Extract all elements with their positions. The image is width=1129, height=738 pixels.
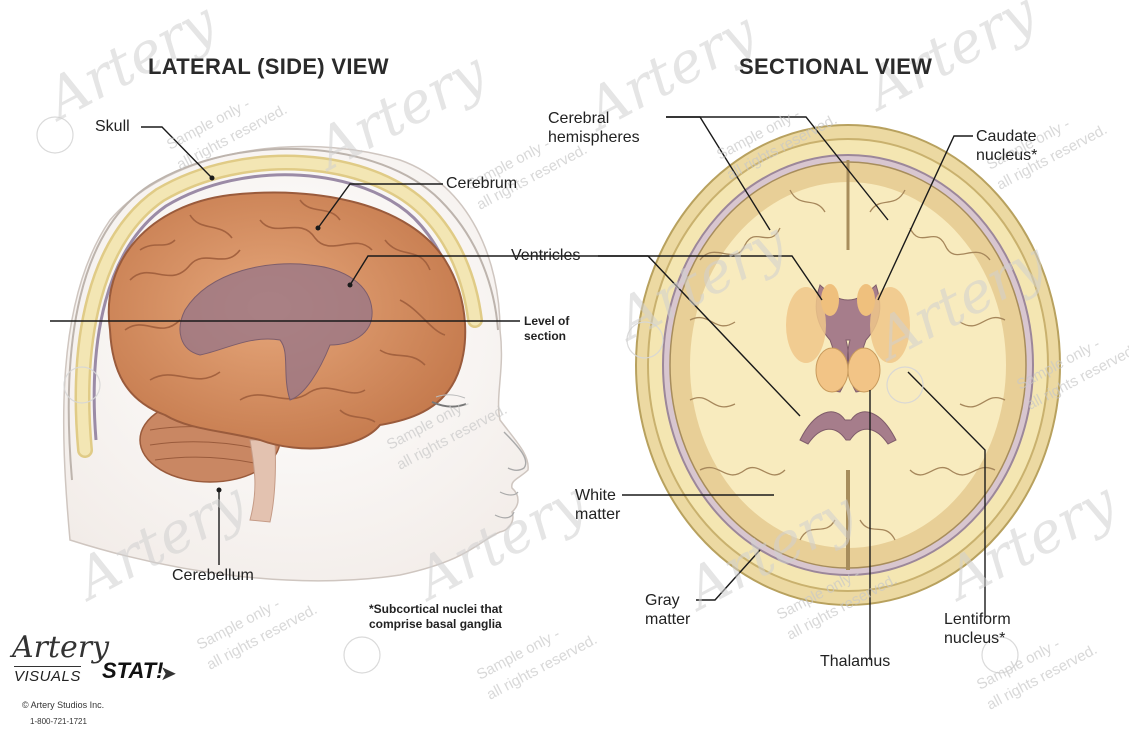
label-cerebral-hemispheres: Cerebral hemispheres	[548, 109, 666, 147]
lateral-head	[64, 147, 528, 581]
label-level-of-section: Level of section	[524, 314, 594, 344]
copyright-text: © Artery Studios Inc.	[22, 700, 104, 710]
logo-stat-text: STAT!	[102, 658, 164, 684]
thalamus-left	[816, 348, 848, 392]
footnote-basal-ganglia: *Subcortical nuclei that comprise basal …	[369, 602, 539, 632]
label-thalamus: Thalamus	[820, 652, 890, 671]
phone-number: 1-800-721-1721	[30, 717, 87, 726]
title-lateral-view: LATERAL (SIDE) VIEW	[148, 54, 389, 80]
label-caudate-nucleus: Caudate nucleus*	[976, 127, 1066, 165]
thalamus-right	[848, 348, 880, 392]
label-cerebellum: Cerebellum	[172, 566, 254, 585]
label-lentiform-nucleus: Lentiform nucleus*	[944, 610, 1034, 648]
arrow-right-icon: ➤	[160, 661, 177, 686]
label-cerebrum: Cerebrum	[446, 174, 517, 193]
logo-visuals-text: VISUALS	[14, 666, 81, 685]
label-gray-matter: Gray matter	[645, 591, 695, 629]
label-skull: Skull	[95, 117, 130, 136]
logo-artery-text: Artery	[12, 630, 109, 665]
lentiform-left	[786, 287, 826, 363]
title-sectional-view: SECTIONAL VIEW	[739, 54, 932, 80]
label-white-matter: White matter	[575, 486, 625, 524]
label-ventricles: Ventricles	[511, 246, 580, 265]
